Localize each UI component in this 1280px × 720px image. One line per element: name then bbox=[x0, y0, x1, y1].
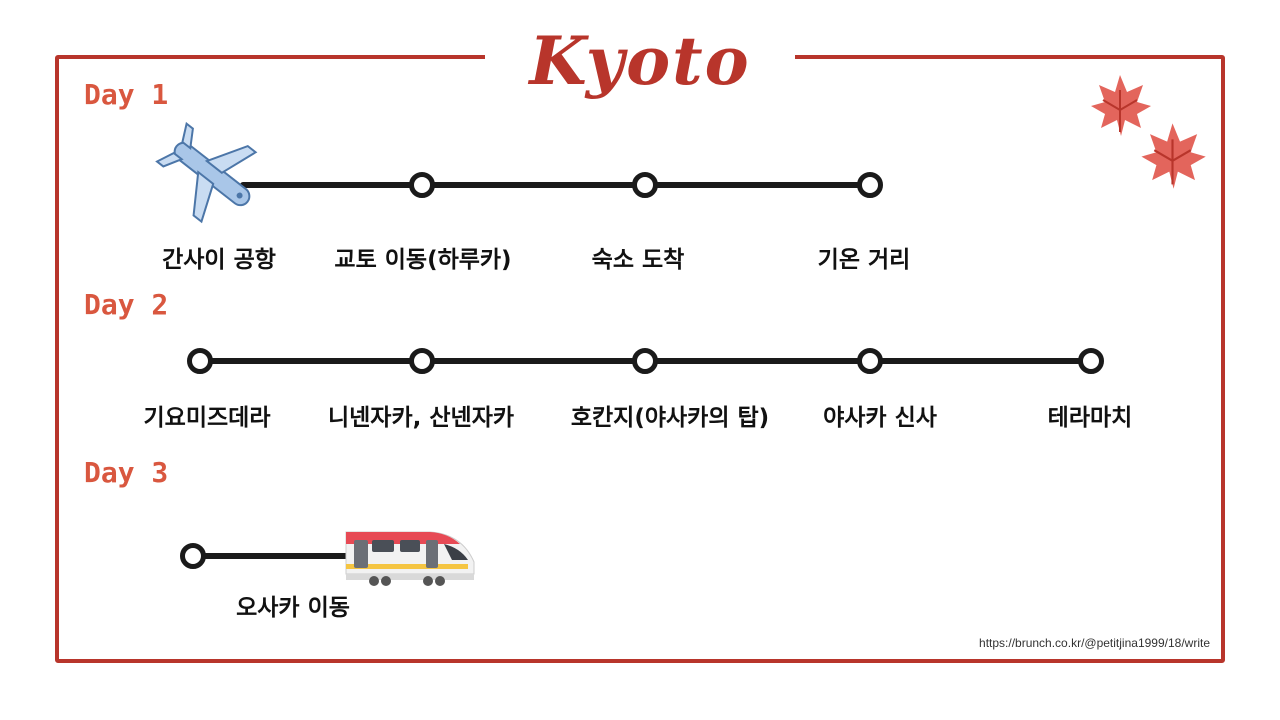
stop-node bbox=[632, 172, 658, 198]
stop-label: 오사카 이동 bbox=[236, 595, 350, 621]
stop-node bbox=[187, 348, 213, 374]
maple-leaf-icon bbox=[1091, 75, 1151, 136]
stop-node bbox=[180, 543, 206, 569]
stop-node bbox=[632, 348, 658, 374]
stop-node bbox=[857, 172, 883, 198]
stop-label: 기요미즈데라 bbox=[143, 405, 271, 431]
stop-label: 니넨자카, 산넨자카 bbox=[327, 405, 515, 431]
stop-label: 숙소 도착 bbox=[591, 247, 685, 273]
day-3-route-line bbox=[192, 553, 357, 559]
stop-node bbox=[409, 172, 435, 198]
day-2-label: Day 2 bbox=[84, 288, 169, 321]
stop-label: 교토 이동(하루카) bbox=[334, 247, 512, 273]
day-1-route-line bbox=[240, 182, 870, 188]
source-url[interactable]: https://brunch.co.kr/@petitjina1999/18/w… bbox=[979, 636, 1210, 650]
title-gap bbox=[485, 40, 795, 80]
maple-leaf-icon bbox=[1141, 123, 1206, 189]
stop-node bbox=[857, 348, 883, 374]
train-icon bbox=[345, 531, 475, 586]
stop-label: 야사카 신사 bbox=[823, 405, 937, 431]
stop-label: 기온 거리 bbox=[817, 247, 911, 273]
day-1-label: Day 1 bbox=[84, 78, 169, 111]
stop-label: 간사이 공항 bbox=[162, 247, 276, 273]
stop-node bbox=[409, 348, 435, 374]
page-title: Kyoto bbox=[529, 22, 751, 100]
stop-node bbox=[1078, 348, 1104, 374]
stop-label: 호칸지(야사카의 탑) bbox=[570, 405, 770, 431]
day-3-label: Day 3 bbox=[84, 456, 169, 489]
stop-label: 테라마치 bbox=[1047, 405, 1133, 431]
airplane-icon bbox=[155, 122, 258, 224]
